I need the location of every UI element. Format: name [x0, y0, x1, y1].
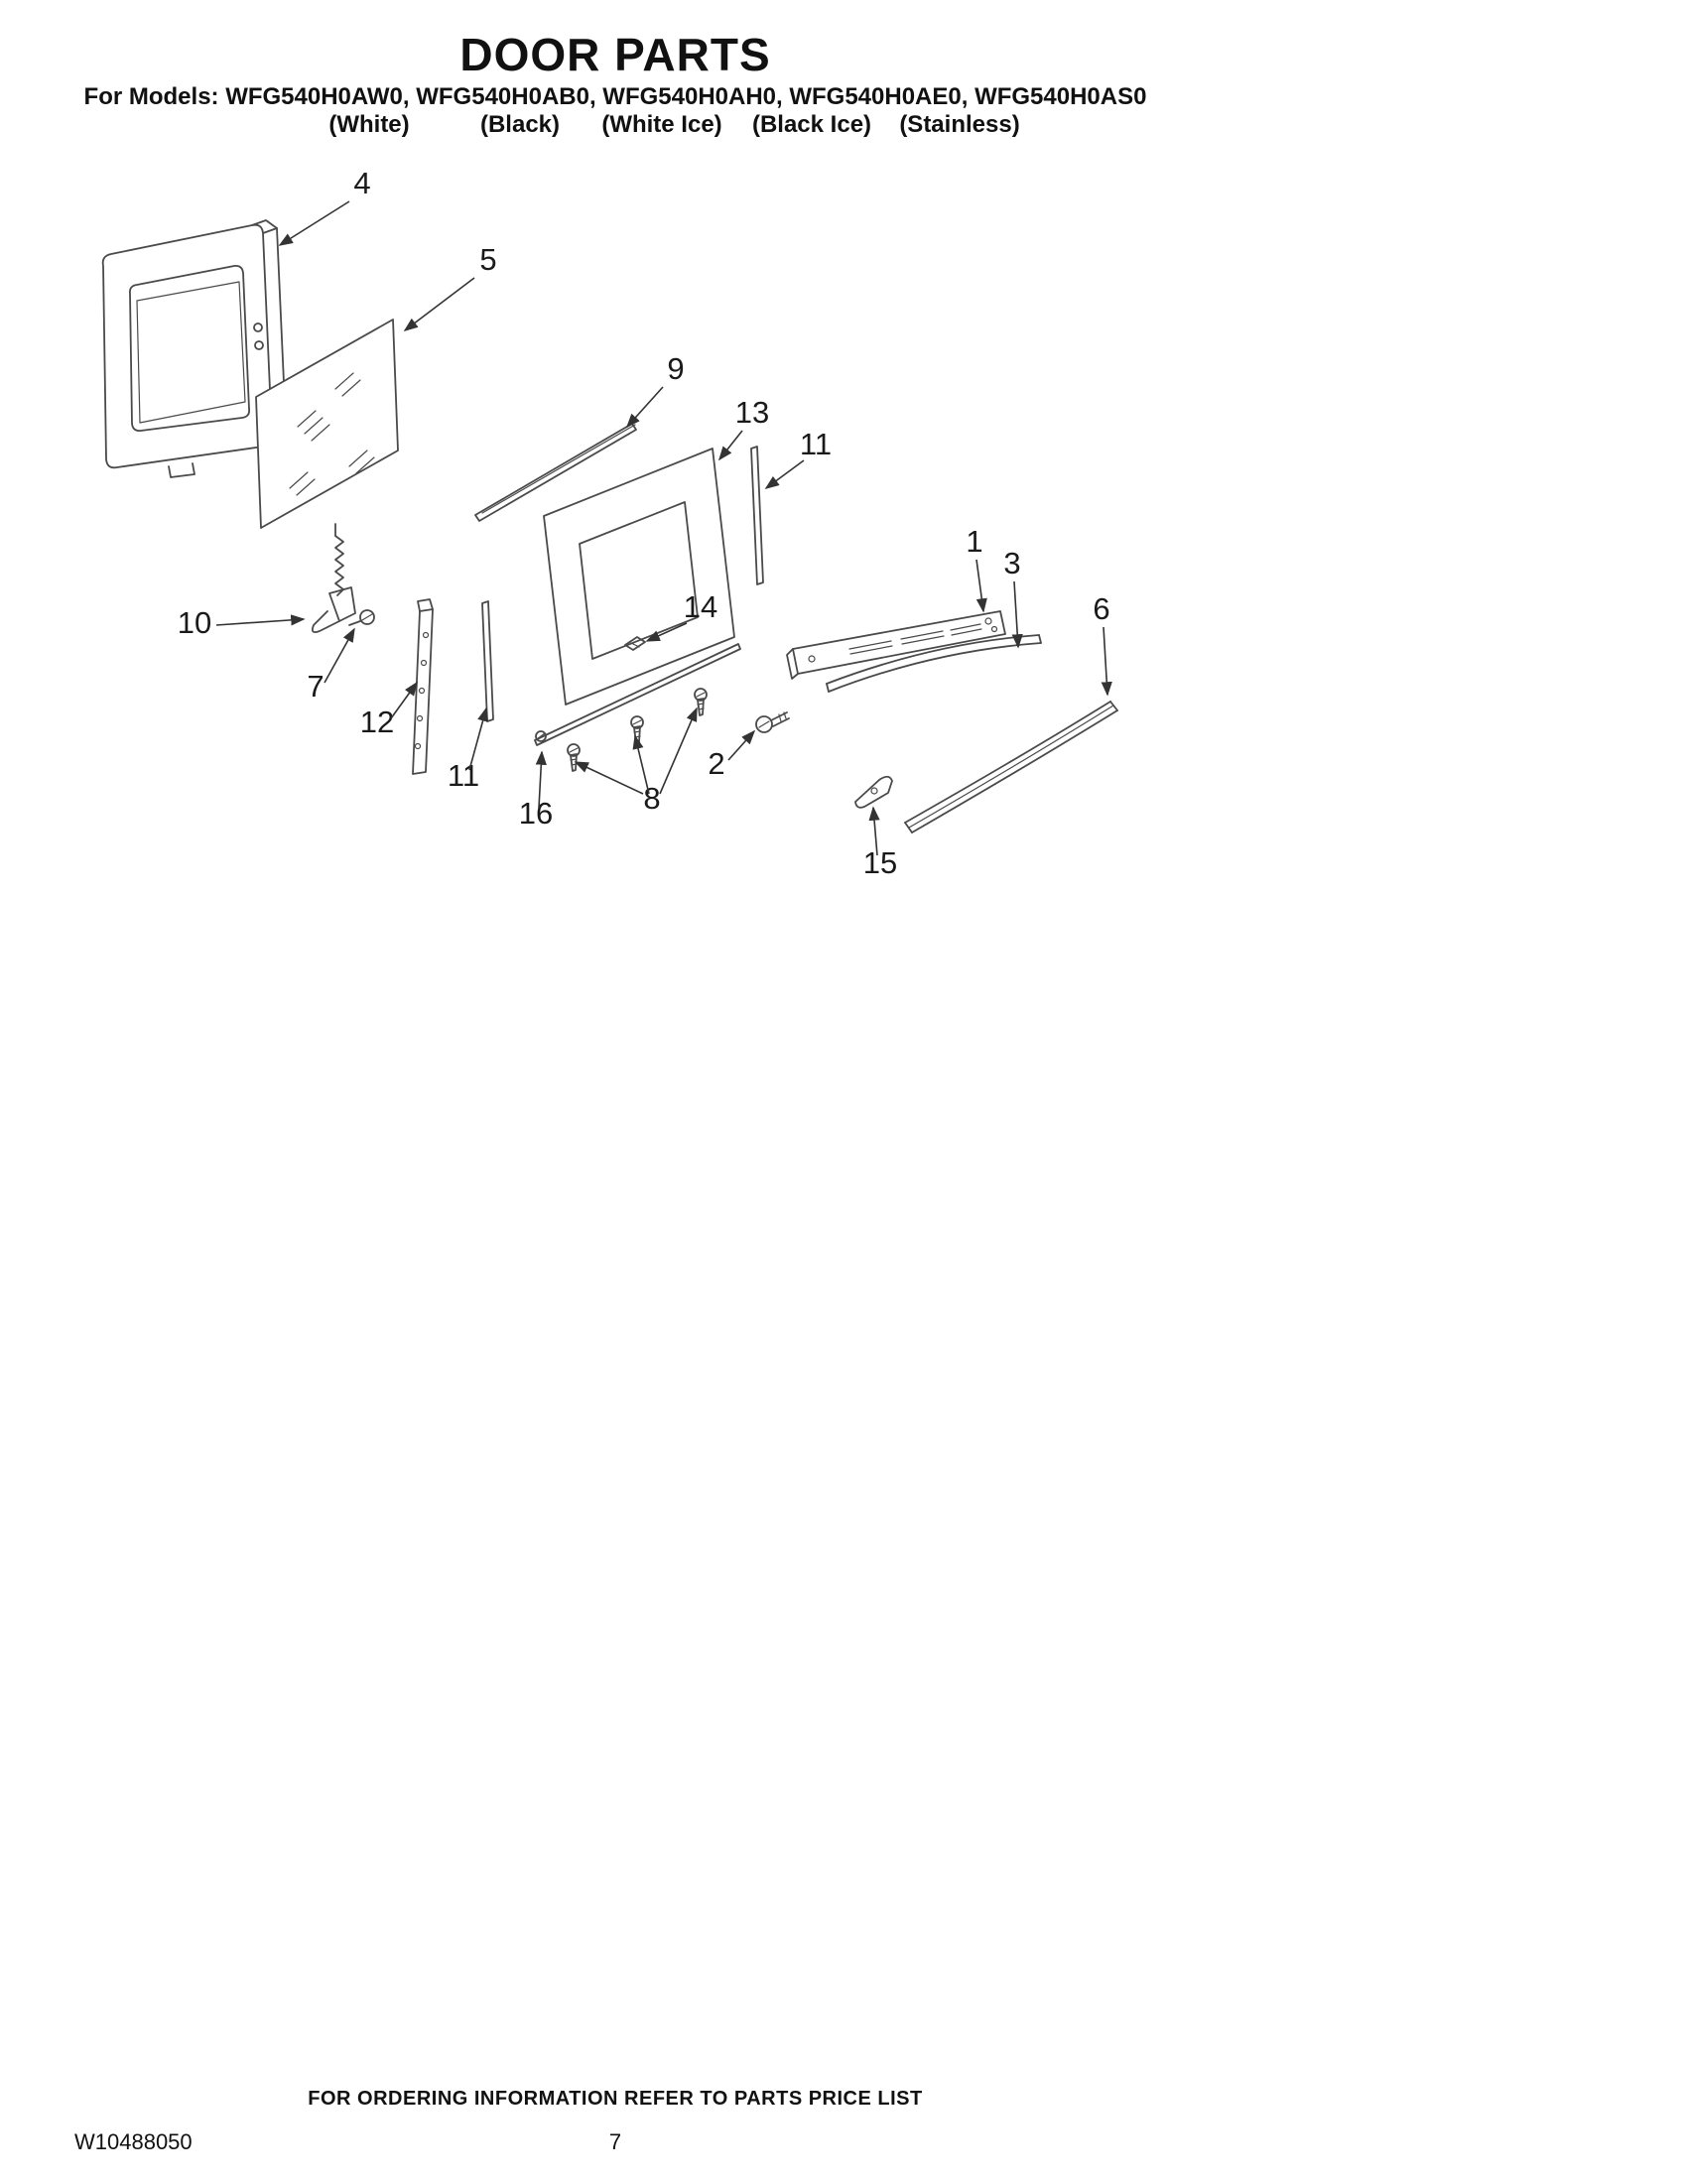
page-title: DOOR PARTS — [459, 29, 771, 80]
part-spring-assembly — [311, 523, 356, 634]
leader-line-16 — [535, 750, 547, 809]
leader-line-8 — [574, 761, 644, 795]
leader-line-8 — [659, 707, 698, 795]
color-label-black: (Black) — [479, 111, 561, 138]
leader-line-10 — [215, 614, 306, 626]
part-top-trim — [474, 423, 637, 522]
color-label-black-ice: (Black Ice) — [751, 111, 872, 138]
part-glass-clip — [624, 636, 646, 651]
callout-10: 10 — [178, 605, 211, 640]
part-door-handle — [904, 701, 1118, 834]
ordering-note: FOR ORDERING INFORMATION REFER TO PARTS … — [308, 2088, 923, 2110]
callout-14: 14 — [684, 589, 717, 624]
part-handle-endcap — [854, 775, 893, 809]
leader-line-2 — [727, 729, 756, 761]
callout-15: 15 — [863, 845, 897, 880]
leader-line-14 — [645, 622, 688, 642]
callout-5: 5 — [479, 242, 496, 277]
leader-line-1 — [975, 559, 987, 613]
callout-2: 2 — [708, 746, 724, 781]
leader-line-9 — [625, 386, 664, 429]
leader-line-5 — [403, 277, 475, 331]
callout-9: 9 — [667, 351, 684, 386]
callout-6: 6 — [1093, 591, 1109, 626]
callout-11: 11 — [448, 758, 479, 793]
color-label-stainless: (Stainless) — [899, 111, 1020, 138]
callout-3: 3 — [1003, 546, 1020, 580]
leader-line-12 — [390, 681, 418, 719]
part-bottom-rail — [786, 610, 1006, 680]
callout-4: 4 — [353, 166, 370, 200]
leader-line-8 — [632, 734, 650, 795]
callout-8: 8 — [643, 781, 660, 816]
page-number: 7 — [608, 2129, 622, 2154]
part-side-strip-left — [481, 600, 494, 722]
part-inner-glass — [255, 319, 399, 529]
callout-1: 1 — [966, 524, 982, 559]
leader-line-4 — [278, 200, 350, 246]
leader-line-11 — [764, 459, 805, 489]
leader-line-13 — [718, 430, 743, 461]
leader-line-11 — [468, 707, 489, 771]
leader-line-15 — [868, 806, 880, 856]
leader-line-6 — [1101, 626, 1112, 697]
callout-16: 16 — [519, 796, 553, 831]
document-number: W10488050 — [74, 2129, 193, 2154]
part-side-rail — [412, 598, 434, 775]
callout-11: 11 — [800, 427, 832, 461]
part-side-strip-right — [750, 446, 764, 585]
models-line: For Models: WFG540H0AW0, WFG540H0AB0, WF… — [83, 83, 1147, 110]
callout-12: 12 — [360, 705, 394, 739]
color-label-white-ice: (White Ice) — [601, 111, 722, 138]
part-screws — [567, 688, 708, 772]
part-hinge-screw — [348, 609, 375, 626]
callout-13: 13 — [735, 395, 769, 430]
part-bottom-trim — [534, 643, 741, 746]
leader-line-3 — [1011, 580, 1023, 649]
leader-line-7 — [324, 627, 355, 684]
callout-7: 7 — [307, 669, 324, 704]
part-rail-screw — [755, 711, 790, 733]
color-label-white: (White) — [328, 111, 410, 138]
part-outer-glass — [543, 448, 735, 706]
